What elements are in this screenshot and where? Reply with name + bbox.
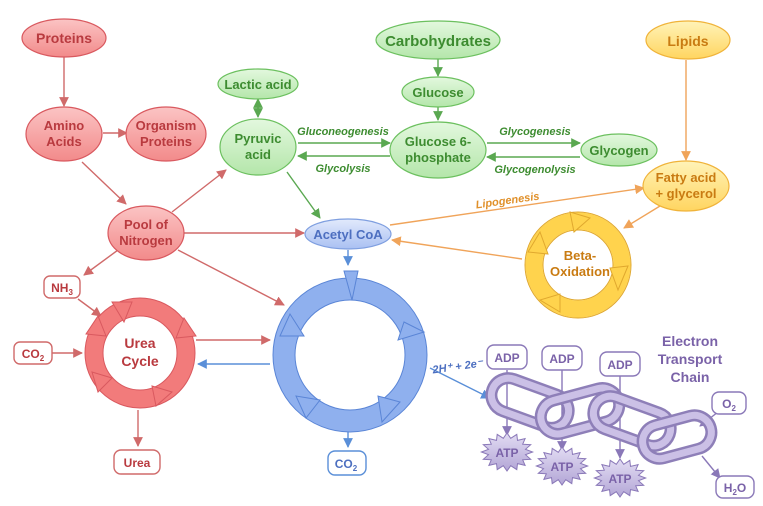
adp-1: ADP <box>494 351 519 365</box>
organism-proteins-label-2: Proteins <box>140 134 192 149</box>
h2o-label: H2O <box>724 481 746 497</box>
pool-label-1: Pool of <box>124 217 169 232</box>
beta-label-2: Oxidation <box>550 264 610 279</box>
arrow-chain-h2o <box>701 455 721 479</box>
arrow-amino-pool <box>81 161 127 205</box>
acetyl-coa-label: Acetyl CoA <box>313 227 383 242</box>
glycogen-label: Glycogen <box>589 143 648 158</box>
arrow-citric-etc <box>429 367 491 399</box>
lipids-node <box>645 20 731 60</box>
atp-1: ATP <box>495 446 518 460</box>
o2-label: O2 <box>722 397 736 413</box>
citric-acid-cycle: Citric Acid Cycle <box>272 270 428 433</box>
adp-2: ADP <box>549 352 574 366</box>
arrow-fatty-beta <box>623 205 661 229</box>
lipids-label: Lipids <box>667 33 708 49</box>
urea-box <box>113 449 161 475</box>
arrow-pyruvic-acetyl <box>286 171 321 219</box>
etc-title: Electron Transport Chain <box>658 333 723 385</box>
carbohydrates-node <box>375 20 501 60</box>
arrow-pool-pyruvic <box>171 169 227 213</box>
lactic-acid-node <box>217 68 299 100</box>
g6p-label-2: phosphate <box>405 150 471 165</box>
urea-label: Urea <box>124 456 151 470</box>
carbohydrates-label: Carbohydrates <box>385 33 491 50</box>
pyruvic-label-2: acid <box>245 147 271 162</box>
fatty-acid-label-1: Fatty acid <box>656 170 717 185</box>
arrow-pool-nh3 <box>83 249 119 276</box>
g6p-label-1: Glucose 6- <box>405 134 471 149</box>
glucose-6-phosphate-node <box>389 121 487 179</box>
arrow-nh3-urea <box>77 298 102 317</box>
acetyl-coa-node <box>304 218 392 250</box>
glycogen-node <box>580 133 658 167</box>
chain-links <box>485 372 718 465</box>
citric-label-2: Acid <box>334 345 367 362</box>
amino-acids-label-1: Amino <box>44 118 85 133</box>
arrow-pool-citric <box>177 249 285 306</box>
adp-boxes: ADP ADP ADP <box>486 344 641 377</box>
o2-box <box>711 391 747 415</box>
arrow-lipogenesis <box>389 184 645 226</box>
pool-label-2: Nitrogen <box>119 233 173 248</box>
co2-bottom-label: CO2 <box>335 457 358 473</box>
pool-of-nitrogen-node <box>107 205 185 261</box>
beta-label-1: Beta- <box>564 248 597 263</box>
co2-left-label: CO2 <box>22 347 45 363</box>
atp-bursts: ATP ATP ATP <box>479 432 648 498</box>
h2o-box <box>715 475 755 499</box>
adp-3: ADP <box>607 358 632 372</box>
citric-label-1: Citric <box>331 326 369 343</box>
urea-cycle-label-2: Cycle <box>121 353 159 369</box>
glucose-node <box>401 76 475 108</box>
electron-pair-label: 2H⁺ + 2e⁻ <box>431 357 485 376</box>
fatty-acid-node <box>642 160 730 212</box>
atp-2: ATP <box>550 460 573 474</box>
organism-proteins-node <box>125 106 207 162</box>
glycolysis-label: Glycolysis <box>315 163 370 175</box>
beta-oxidation-cycle: Beta- Oxidation <box>524 211 632 319</box>
urea-cycle-label-1: Urea <box>124 335 155 351</box>
proteins-node <box>21 18 107 58</box>
proteins-label: Proteins <box>36 30 92 46</box>
etc-title-3: Chain <box>671 369 710 385</box>
nh3-label: NH3 <box>51 281 73 297</box>
glucose-label: Glucose <box>412 85 463 100</box>
lactic-acid-label: Lactic acid <box>224 77 291 92</box>
pyruvic-acid-node <box>219 118 297 176</box>
glycogenesis-label: Glycogenesis <box>499 126 571 138</box>
co2-left-box <box>13 341 53 365</box>
amino-acids-node <box>25 106 103 162</box>
etc-title-2: Transport <box>658 351 723 367</box>
gluconeogenesis-label: Gluconeogenesis <box>297 126 389 138</box>
citric-label-3: Cycle <box>330 364 370 381</box>
co2-bottom-box <box>327 450 367 476</box>
glycogenolysis-label: Glycogenolysis <box>494 164 575 176</box>
atp-3: ATP <box>608 472 631 486</box>
urea-cycle: Urea Cycle <box>84 297 197 409</box>
pyruvic-label-1: Pyruvic <box>235 131 282 146</box>
etc-title-1: Electron <box>662 333 718 349</box>
organism-proteins-label-1: Organism <box>136 118 197 133</box>
fatty-acid-label-2: + glycerol <box>655 186 716 201</box>
arrow-beta-acetyl <box>391 236 523 260</box>
amino-acids-label-2: Acids <box>46 134 81 149</box>
nh3-box <box>43 275 81 299</box>
